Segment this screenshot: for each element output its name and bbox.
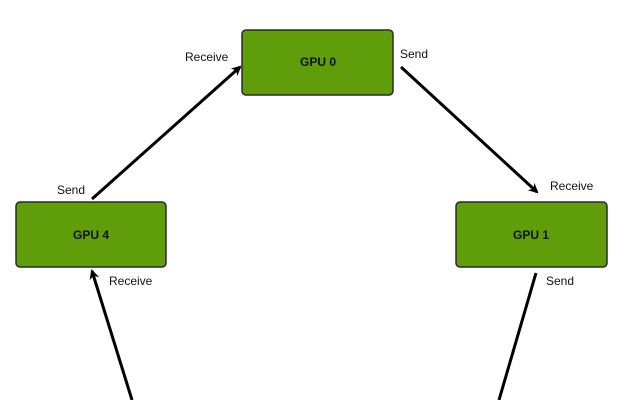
gpu-node-4-label: GPU 4: [73, 228, 109, 242]
gpu-node-1: GPU 1: [455, 201, 608, 268]
gpu0-send-label: Send: [400, 47, 428, 61]
gpu0-receive-label: Receive: [185, 50, 229, 64]
gpu1-send-label: Send: [546, 274, 574, 288]
gpu4-receive-label: Receive: [109, 274, 153, 288]
edge-gpu4-to-gpu0: [91, 65, 242, 201]
gpu4-send-label: Send: [57, 183, 85, 197]
gpu-node-0: GPU 0: [241, 29, 394, 96]
gpu-node-0-label: GPU 0: [300, 55, 336, 69]
gpu1-receive-label: Receive: [550, 179, 594, 193]
edge-gpu1-down: [497, 272, 538, 400]
gpu-node-1-label: GPU 1: [513, 228, 549, 242]
gpu-node-4: GPU 4: [15, 201, 167, 268]
edge-gpu0-to-gpu1: [399, 65, 539, 194]
edge-up-to-gpu4: [89, 269, 134, 400]
